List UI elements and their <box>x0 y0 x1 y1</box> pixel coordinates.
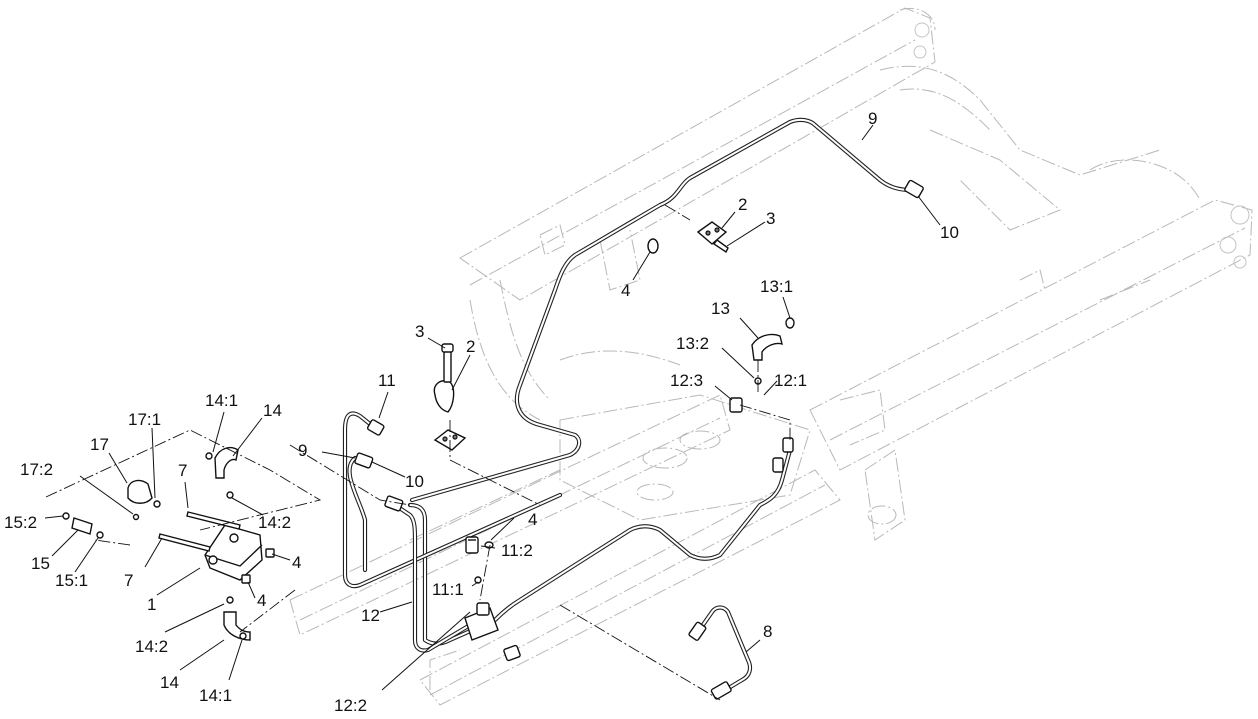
callout-13-1: 13:1 <box>760 277 793 296</box>
callout-8: 8 <box>763 622 772 641</box>
callout-15: 15 <box>31 554 50 573</box>
callout-7-top: 7 <box>178 461 187 480</box>
callout-12-1: 12:1 <box>774 371 807 390</box>
tube-9-main <box>409 117 913 503</box>
callout-4-top: 4 <box>621 281 630 300</box>
callout-10-mid: 10 <box>405 472 424 491</box>
callout-2-top: 2 <box>738 195 747 214</box>
tube-12-vertical <box>392 502 473 653</box>
callout-13-2: 13:2 <box>676 334 709 353</box>
callout-14-bot: 14 <box>160 673 179 692</box>
callout-17-1: 17:1 <box>128 410 161 429</box>
callout-11-1: 11:1 <box>432 580 464 599</box>
callout-12-3: 12:3 <box>670 371 703 390</box>
assembly-phantom-lines <box>45 204 791 701</box>
callout-12-2: 12:2 <box>334 696 367 715</box>
callout-11-top: 11 <box>378 371 396 390</box>
callout-3-top: 3 <box>766 209 775 228</box>
machine-frame-outline <box>289 7 1253 706</box>
tube-8 <box>688 605 753 700</box>
callout-11-2: 11:2 <box>501 541 533 560</box>
callout-15-2: 15:2 <box>4 513 37 532</box>
callout-9-mid: 9 <box>298 441 307 460</box>
callout-9-top: 9 <box>868 109 877 128</box>
callout-14-1-top: 14:1 <box>205 391 238 410</box>
callout-4-left-b: 4 <box>257 591 266 610</box>
callout-13: 13 <box>711 299 730 318</box>
callout-3-mid: 3 <box>415 322 424 341</box>
callout-labels: 9 2 3 10 4 13:1 13 13:2 12:3 12:1 3 2 11… <box>4 109 959 715</box>
callout-4-left-a: 4 <box>292 553 301 572</box>
callout-1: 1 <box>147 595 156 614</box>
callout-14-1-bot: 14:1 <box>199 686 232 705</box>
callout-14-top: 14 <box>263 401 282 420</box>
callout-14-2-bot: 14:2 <box>135 637 168 656</box>
tube-11-loop <box>342 411 563 589</box>
callout-4-mid: 4 <box>528 510 537 529</box>
leader-lines <box>44 124 941 691</box>
callout-17: 17 <box>90 435 109 454</box>
callout-2-mid: 2 <box>466 337 475 356</box>
tube-12-run <box>407 447 793 646</box>
callout-7-bot: 7 <box>124 571 133 590</box>
callout-15-1: 15:1 <box>55 571 88 590</box>
callout-17-2: 17:2 <box>20 460 53 479</box>
callout-14-2-top: 14:2 <box>258 513 291 532</box>
callout-10-top: 10 <box>940 223 959 242</box>
fittings <box>62 179 924 662</box>
callout-12: 12 <box>361 606 380 625</box>
